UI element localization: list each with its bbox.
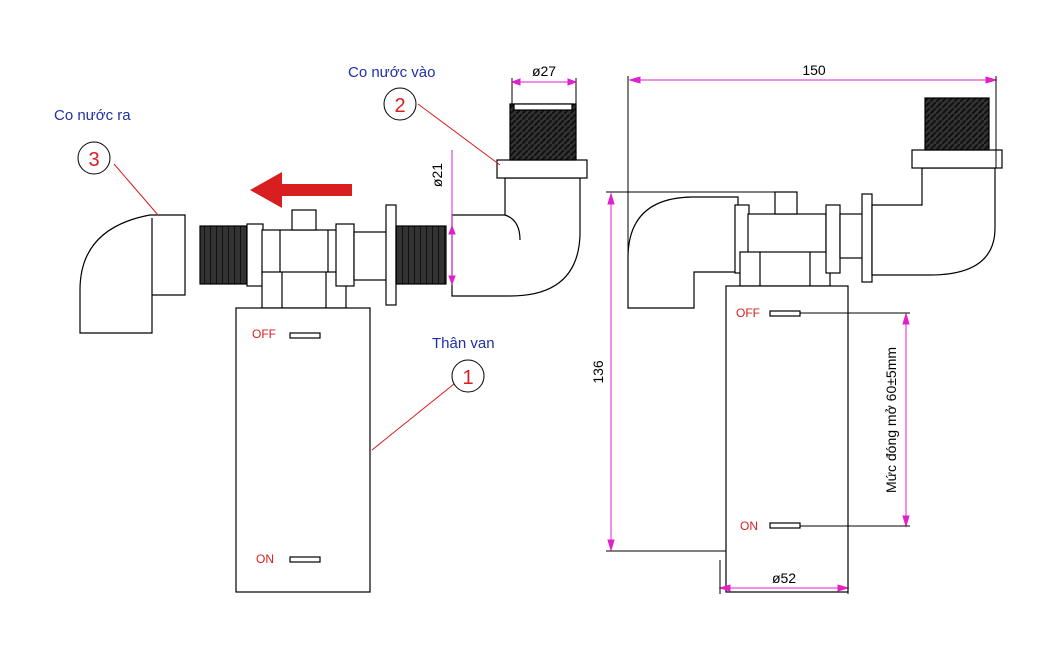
dim-150: 150: [802, 62, 826, 78]
flow-arrow: [250, 172, 352, 208]
right-outlet-elbow: [627, 196, 739, 309]
right-inlet-elbow: [871, 167, 996, 276]
callout-circles: [77, 87, 485, 393]
dim-level: Mức đóng mở 60±5mm: [883, 347, 899, 493]
on-label-right: ON: [740, 519, 758, 533]
outlet-elbow: [79, 214, 186, 334]
inlet-elbow: [451, 177, 581, 297]
dim-d52: ø52: [772, 570, 796, 586]
callout-circle-1: [451, 359, 485, 393]
outlet-thread: [199, 225, 251, 285]
dim-d27: ø27: [532, 63, 556, 79]
callout-lines: [113, 103, 501, 451]
dim-136: 136: [590, 360, 606, 384]
right-valve-body: [725, 285, 849, 593]
inlet-thread-vertical: [509, 103, 577, 161]
body-label: Thân van: [432, 335, 495, 352]
left-view: [79, 103, 588, 593]
valve-body: [235, 307, 371, 593]
callout-number-2: 2: [394, 95, 405, 117]
inlet-label: Co nước vào: [348, 64, 435, 81]
callout-number-1: 1: [462, 367, 473, 389]
off-label-left: OFF: [252, 327, 276, 341]
callout-circle-2: [383, 87, 417, 121]
on-label-left: ON: [256, 552, 274, 566]
callout-circle-3: [77, 141, 111, 175]
outlet-label: Co nước ra: [54, 107, 131, 124]
valve-head: [261, 229, 347, 275]
inlet-thread-horizontal: [395, 225, 447, 285]
off-label-right: OFF: [736, 306, 760, 320]
right-inlet-thread: [924, 97, 990, 151]
callout-number-3: 3: [88, 149, 99, 171]
dim-d21: ø21: [429, 163, 445, 187]
dimension-lines: [448, 76, 998, 594]
right-view: [627, 97, 1003, 593]
